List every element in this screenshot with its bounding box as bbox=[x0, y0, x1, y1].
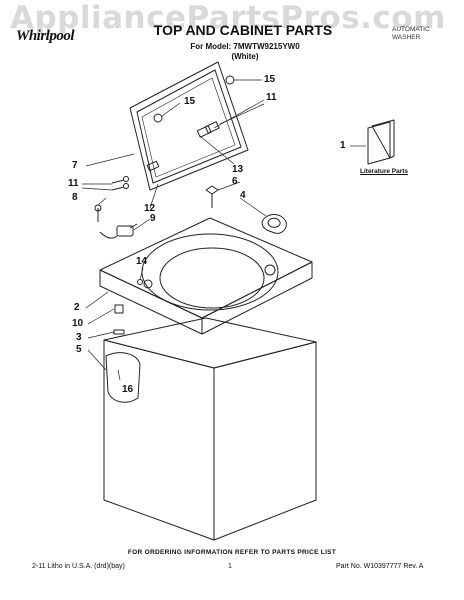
callout-4: 4 bbox=[240, 190, 246, 201]
wing-screw bbox=[205, 185, 219, 208]
callout-16: 16 bbox=[122, 384, 134, 395]
callout-3: 3 bbox=[76, 332, 82, 343]
callout-13: 13 bbox=[232, 164, 244, 175]
lid-bumper bbox=[225, 75, 235, 85]
literature-booklet bbox=[367, 119, 395, 165]
bumper bbox=[114, 304, 124, 314]
screw bbox=[94, 204, 102, 222]
ordering-note: FOR ORDERING INFORMATION REFER TO PARTS … bbox=[127, 549, 337, 556]
product-type: AUTOMATIC WASHER bbox=[392, 26, 430, 41]
part-number: Part No. W10397777 Rev. A bbox=[336, 563, 424, 570]
lid-hinge bbox=[146, 121, 220, 172]
callout-7: 7 bbox=[72, 160, 78, 171]
page-number: 1 bbox=[228, 563, 232, 570]
lid-switch bbox=[99, 223, 138, 239]
callout-11: 11 bbox=[68, 178, 79, 189]
callout-8: 8 bbox=[72, 192, 78, 203]
callout-10: 10 bbox=[72, 318, 84, 329]
callout-11: 11 bbox=[266, 92, 277, 103]
leader-lines bbox=[81, 79, 366, 381]
cabinet bbox=[103, 317, 317, 541]
fastener bbox=[137, 279, 143, 285]
litho-info: 2-11 Litho in U.S.A. (drd)(bay) bbox=[32, 563, 125, 570]
hinge-screws bbox=[111, 176, 129, 191]
callout-2: 2 bbox=[74, 302, 80, 313]
model-line: For Model: 7MWTW9215YW0 bbox=[190, 42, 300, 51]
lid-bumper bbox=[153, 113, 163, 123]
callout-15: 15 bbox=[264, 74, 276, 85]
cabinet-label bbox=[105, 352, 141, 403]
page-title: TOP AND CABINET PARTS bbox=[153, 22, 333, 38]
handle-clip bbox=[261, 214, 287, 234]
color-line: (White) bbox=[231, 52, 259, 61]
lid bbox=[129, 61, 249, 191]
callout-15: 15 bbox=[184, 96, 196, 107]
callout-9: 9 bbox=[150, 213, 156, 224]
callout-5: 5 bbox=[76, 344, 82, 355]
callout-12: 12 bbox=[144, 203, 156, 214]
callout-6: 6 bbox=[232, 176, 238, 187]
callout-1: 1 bbox=[340, 140, 346, 151]
callout-14: 14 bbox=[136, 256, 148, 267]
literature-parts-label: Literature Parts bbox=[360, 168, 409, 175]
brand-logo: Whirlpool bbox=[16, 28, 75, 44]
clip bbox=[113, 329, 125, 335]
